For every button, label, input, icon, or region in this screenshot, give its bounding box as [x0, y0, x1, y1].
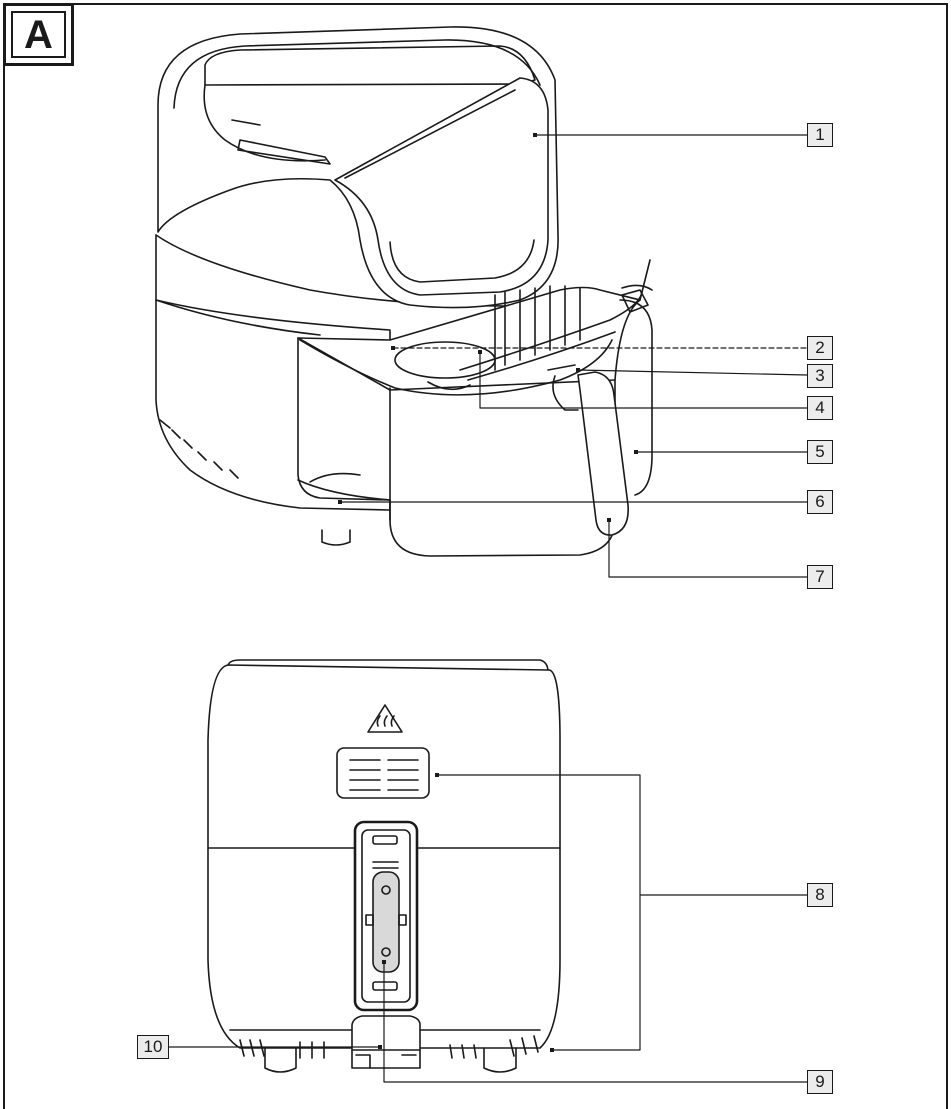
figure-tag: A: [3, 3, 74, 66]
hot-surface-warning-icon: [367, 704, 403, 733]
callout-10: 10: [137, 1035, 169, 1059]
front-view: [155, 26, 653, 557]
rear-foot-left: [264, 1047, 297, 1073]
front-basket-handle: [577, 371, 629, 536]
leader-dots: [338, 133, 638, 1052]
callout-5: 5: [807, 440, 833, 464]
front-bottom-vents: [159, 419, 239, 479]
rear-foot-right: [483, 1047, 517, 1073]
rear-view: [207, 659, 561, 1073]
rear-vent-grille: [336, 747, 430, 799]
callout-8: 8: [807, 883, 833, 907]
figure-frame: [3, 3, 948, 1109]
front-foot: [321, 529, 351, 546]
callout-2: 2: [807, 336, 833, 360]
callout-7: 7: [807, 565, 833, 589]
cable-compartment: [353, 820, 419, 1012]
figure-tag-label: A: [11, 11, 66, 58]
cable-strap: [351, 1015, 421, 1069]
callout-1: 1: [807, 123, 833, 147]
rear-bottom-vents: [239, 1035, 539, 1059]
callout-6: 6: [807, 490, 833, 514]
callout-3: 3: [807, 364, 833, 388]
callout-4: 4: [807, 396, 833, 420]
leader-lines: [167, 134, 808, 1083]
callout-9: 9: [807, 1070, 833, 1094]
front-basket-pan: [297, 286, 641, 557]
control-panel: [334, 77, 549, 296]
